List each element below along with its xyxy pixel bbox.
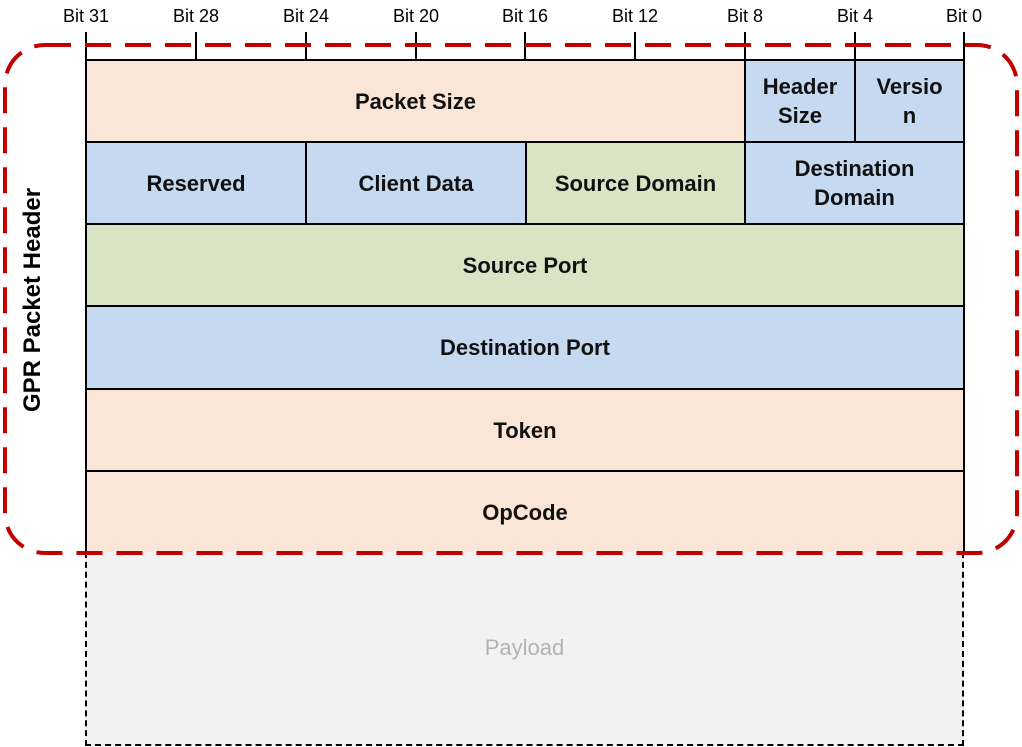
bit-label-24: Bit 24 bbox=[282, 6, 330, 26]
payload-label: Payload bbox=[484, 635, 565, 660]
bit-label-4: Bit 4 bbox=[836, 6, 874, 26]
field-destination-domain: Destination Domain bbox=[744, 141, 965, 225]
field-source-domain: Source Domain bbox=[525, 141, 746, 225]
field-reserved: Reserved bbox=[85, 141, 307, 225]
bit-tick bbox=[963, 32, 965, 60]
field-header-size-label: Header Size bbox=[762, 74, 838, 128]
bit-tick bbox=[634, 32, 636, 60]
bit-tick bbox=[195, 32, 197, 60]
bit-label-20: Bit 20 bbox=[392, 6, 440, 26]
field-version: Versio n bbox=[854, 59, 965, 143]
payload-area: Payload bbox=[85, 552, 964, 746]
field-destination-domain-label: Destination Domain bbox=[794, 156, 915, 210]
field-version-label: Versio n bbox=[876, 74, 943, 128]
bit-label-12: Bit 12 bbox=[611, 6, 659, 26]
bit-label-8: Bit 8 bbox=[726, 6, 764, 26]
header-side-label: GPR Packet Header bbox=[19, 187, 46, 413]
bit-label-16: Bit 16 bbox=[501, 6, 549, 26]
bit-label-0: Bit 0 bbox=[945, 6, 983, 26]
field-client-data: Client Data bbox=[305, 141, 527, 225]
bit-label-28: Bit 28 bbox=[172, 6, 220, 26]
field-source-port: Source Port bbox=[85, 223, 965, 307]
bit-label-31: Bit 31 bbox=[62, 6, 110, 26]
